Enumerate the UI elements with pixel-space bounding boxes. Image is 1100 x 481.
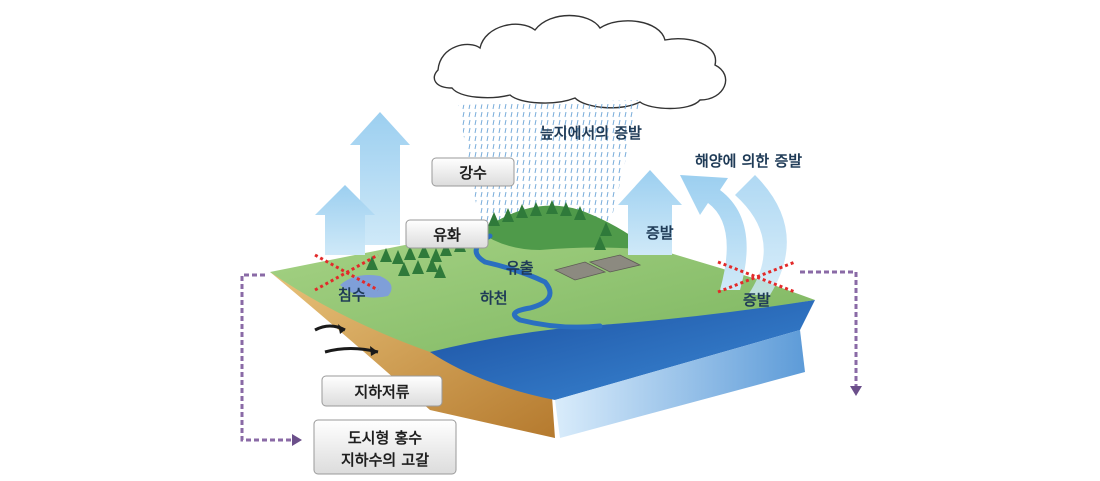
rain: [458, 100, 640, 225]
cross-mark-left: [314, 253, 379, 292]
sea-surface: [430, 300, 815, 400]
sea-side: [555, 330, 805, 438]
evap-coast-label: 증발: [743, 291, 771, 309]
evaporation-arrows-left: [315, 112, 410, 255]
precipitation-label: 강수: [459, 164, 487, 182]
evap-wetland-label: 늪지에서의 증발: [540, 124, 642, 142]
pond: [340, 275, 392, 298]
arrowhead-left: [292, 434, 302, 446]
groundwater-label: 지하저류: [354, 383, 409, 401]
evaporation-arrow-land: [618, 170, 682, 255]
cross-mark-right: [717, 260, 796, 294]
dashed-path-left: [240, 273, 295, 442]
consequence-line2: 지하수의 고갈: [341, 451, 429, 469]
river-label: 하천: [480, 289, 508, 307]
river: [473, 233, 603, 330]
evaporation-arrow-ocean: [680, 175, 747, 290]
infiltration-label: 침수: [338, 286, 366, 304]
evaporation-arrow-ocean-bg: [735, 175, 787, 295]
evap-ocean-label: 해양에 의한 증발: [695, 152, 802, 170]
dashed-path-right: [800, 270, 858, 388]
consequence-line1: 도시형 홍수: [348, 429, 422, 447]
consequence-box: 도시형 홍수 지하수의 고갈: [313, 419, 457, 475]
runoff-label: 유화: [433, 226, 461, 244]
arrowheads: [338, 324, 378, 356]
cloud-icon: [433, 14, 727, 110]
precipitation-box: 강수: [431, 157, 515, 187]
groundwater-box: 지하저류: [321, 375, 443, 407]
runoff-box: 유화: [405, 219, 489, 249]
arrowhead-right: [850, 386, 862, 396]
outflow-label: 유출: [506, 259, 534, 277]
evap-land-label: 증발: [646, 224, 674, 242]
fields: [553, 254, 642, 281]
